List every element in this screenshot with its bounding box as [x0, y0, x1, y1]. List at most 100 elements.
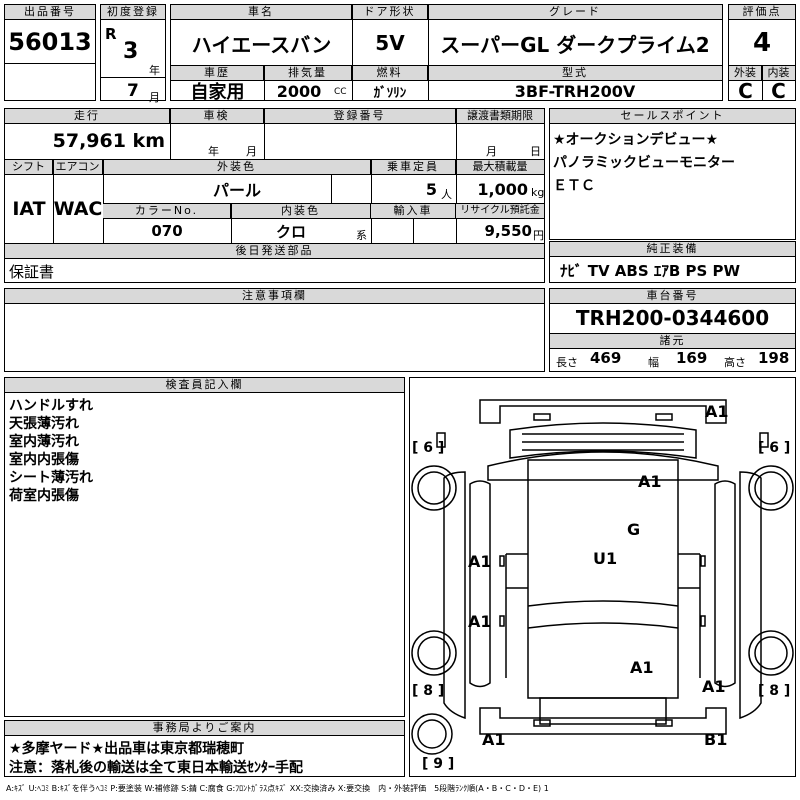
disp-unit: CC — [334, 87, 347, 97]
recycle-value: 9,550 — [484, 222, 532, 240]
transfer-label: 譲渡書類期限 — [456, 109, 544, 124]
inspector-box: 検査員記入欄 ハンドルすれ 天張薄汚れ 室内薄汚れ 室内内張傷 シート薄汚れ 荷… — [4, 377, 405, 717]
load-value: 1,000 — [477, 179, 528, 199]
grade-label: グレード — [428, 5, 722, 20]
ext-score: C — [738, 79, 753, 103]
damage-mark: A1 — [630, 658, 654, 677]
length-label: 長さ — [556, 356, 578, 369]
damage-mark: A1 — [702, 677, 726, 696]
shift-label: シフト — [5, 160, 53, 175]
insp-month-unit: 月 — [246, 145, 257, 158]
later-parts-label: 後日発送部品 — [5, 244, 544, 259]
chassis-box: 車台番号 TRH200-0344600 諸元 長さ 469 幅 169 高さ 1… — [549, 288, 796, 372]
reg-month: 7 — [127, 81, 139, 101]
tire-mark: [ 6 ] — [758, 440, 791, 456]
inspector-line: ハンドルすれ — [9, 398, 93, 414]
length-value: 469 — [590, 349, 622, 367]
tire-mark: [ 8 ] — [412, 683, 445, 699]
score-value: 4 — [752, 28, 772, 58]
inspector-label: 検査員記入欄 — [5, 378, 404, 393]
reg-month-unit: 月 — [149, 91, 160, 104]
width-value: 169 — [676, 349, 708, 367]
reg-year: 3 — [123, 39, 139, 64]
load-label: 最大積載量 — [456, 160, 544, 175]
recycle-label: リサイクル預託金 — [456, 204, 544, 219]
transfer-month-unit: 月 — [486, 145, 497, 158]
colorno-value: 070 — [151, 222, 183, 240]
reg-year-unit: 年 — [149, 64, 160, 77]
tire-mark: [ 8 ] — [758, 683, 791, 699]
seats-value: 5 — [425, 179, 437, 199]
intcolor-unit: 系 — [356, 229, 367, 242]
damage-mark: U1 — [593, 549, 618, 568]
score-label: 評価点 — [729, 5, 795, 20]
door-type: 5V — [375, 31, 405, 55]
disp-value: 2000 — [276, 81, 322, 101]
equipment-value: ﾅﾋﾞ TV ABS ｴｱB PS PW — [560, 262, 741, 280]
inspection-label: 車検 — [170, 109, 264, 124]
damage-mark: G — [627, 520, 641, 539]
notes-label: 注意事項欄 — [5, 289, 544, 304]
office-line: ★多摩ヤード★出品車は東京都瑞穂町 — [9, 741, 245, 757]
tire-mark: [ 9 ] — [422, 756, 455, 772]
sales-item: パノラミックビューモニター — [553, 155, 735, 171]
damage-mark: B1 — [704, 730, 728, 749]
inspector-line: 荷室内張傷 — [9, 488, 79, 504]
int-label: 内装 — [762, 66, 795, 81]
color-value: パール — [212, 181, 261, 200]
disp-label: 排気量 — [264, 66, 352, 81]
mileage-label: 走行 — [5, 109, 170, 124]
intcolor-value: クロ — [275, 222, 306, 241]
insp-year-unit: 年 — [208, 145, 219, 158]
load-unit: kg — [531, 186, 545, 199]
intcolor-label: 内装色 — [231, 204, 371, 219]
regno-label: 登録番号 — [264, 109, 456, 124]
grade: スーパーGL ダークプライム2 — [440, 32, 710, 57]
colorno-label: カラーNo. — [103, 204, 231, 219]
height-label: 高さ — [724, 356, 746, 369]
car-name-label: 車名 — [171, 5, 352, 20]
history-value: 自家用 — [190, 82, 245, 103]
model-value: 3BF-TRH200V — [514, 81, 636, 101]
fuel-value: ｶﾞｿﾘﾝ — [373, 85, 407, 101]
damage-mark: A1 — [468, 612, 492, 631]
color-label: 外装色 — [103, 160, 371, 175]
sales-item: ＥＴＣ — [553, 178, 595, 194]
model-label: 型式 — [428, 66, 722, 81]
car-info-box: 車名 ドア形状 グレード ハイエースバン 5V スーパーGL ダークプライム2 … — [170, 4, 723, 103]
inspector-line: 天張薄汚れ — [9, 416, 79, 432]
inspector-line: 室内内張傷 — [9, 452, 79, 468]
equipment-box: 純正装備 ﾅﾋﾞ TV ABS ｴｱB PS PW — [549, 241, 796, 283]
ac-value: WAC — [53, 198, 103, 220]
later-parts-value: 保証書 — [9, 263, 55, 281]
first-reg-label: 初度登録 — [101, 5, 165, 20]
spec-label: 諸元 — [550, 333, 795, 349]
damage-legend: A:ｷｽﾞ U:ﾍｺﾐ B:ｷｽﾞを伴うﾍｺﾐ P:要塗装 W:補修跡 S:錆 … — [6, 784, 549, 793]
first-reg-box: 初度登録 R 3 年 7 月 — [100, 4, 166, 104]
recycle-unit: 円 — [533, 229, 544, 242]
ext-label: 外装 — [729, 66, 762, 81]
office-line: 注意：落札後の輸送は全て東日本輸送ｾﾝﾀｰ手配 — [9, 760, 303, 776]
sales-point-label: セールスポイント — [550, 109, 795, 124]
fuel-label: 燃料 — [352, 66, 428, 81]
history-label: 車歴 — [171, 66, 264, 81]
lot-box: 出品番号 56013 — [4, 4, 96, 101]
notes-box: 注意事項欄 — [4, 288, 545, 372]
width-label: 幅 — [648, 356, 659, 369]
info-box: 走行 車検 登録番号 譲渡書類期限 57,961 km 年 月 月 日 シフト … — [4, 108, 545, 283]
damage-mark: A1 — [468, 552, 492, 571]
reg-era: R — [105, 25, 117, 43]
damage-mark: A1 — [638, 472, 662, 491]
seats-label: 乗車定員 — [371, 160, 456, 175]
mileage-value: 57,961 km — [52, 130, 165, 152]
score-box: 評価点 4 外装 内装 C C — [728, 4, 796, 103]
van-outline-diagram — [411, 399, 794, 755]
inspector-line: シート薄汚れ — [9, 470, 93, 486]
equipment-label: 純正装備 — [550, 242, 795, 257]
transfer-day-unit: 日 — [530, 145, 541, 158]
sales-item: ★オークションデビュー★ — [553, 132, 719, 148]
seats-unit: 人 — [441, 188, 452, 201]
shift-value: IAT — [12, 198, 46, 220]
int-score: C — [771, 79, 786, 103]
lot-number: 56013 — [8, 28, 92, 56]
